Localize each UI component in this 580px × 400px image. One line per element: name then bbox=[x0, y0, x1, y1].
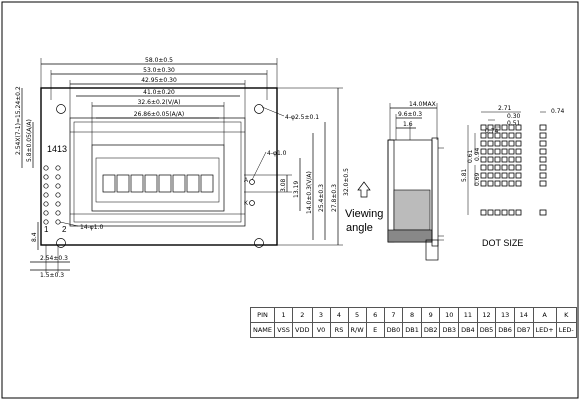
dot-030: 0.30 bbox=[507, 113, 521, 120]
name-cell: DB4 bbox=[458, 322, 478, 338]
name-cell: DB6 bbox=[495, 322, 515, 338]
pin-cell: 14 bbox=[513, 307, 534, 323]
dim-140: 14.0±0.3(V/A) bbox=[306, 171, 313, 214]
dim-pinhole-b: 14-φ1.0 bbox=[80, 224, 103, 231]
pin-header-cell: PIN bbox=[249, 307, 276, 323]
pin-cell: K bbox=[555, 307, 577, 323]
pin-cell: 11 bbox=[458, 307, 478, 323]
viewing-area bbox=[91, 144, 225, 212]
front-view bbox=[21, 58, 343, 273]
dot-061: 0.61 bbox=[467, 149, 474, 163]
dim-41: 41.0±0.20 bbox=[143, 89, 175, 96]
side-96: 9.6±0.3 bbox=[398, 111, 422, 118]
dot-094: 0.94 bbox=[474, 147, 481, 161]
dim-pitch-top: 2.54X(7-1)=15.24±0.2 bbox=[15, 86, 22, 155]
name-cell: DB1 bbox=[402, 322, 422, 338]
pin-cell: A bbox=[532, 307, 557, 323]
dim-26: 26.86±0.05(A/A) bbox=[134, 111, 184, 118]
mount-hole-tl bbox=[56, 104, 66, 114]
dot-matrix bbox=[467, 111, 547, 216]
name-cell: DB5 bbox=[476, 322, 497, 338]
pin-cell: 3 bbox=[311, 307, 331, 323]
dim-hole: 4-φ2.5±0.1 bbox=[285, 114, 319, 121]
dot-074a: 0.74 bbox=[551, 108, 565, 115]
dim-254v: 25.4±0.3 bbox=[318, 184, 325, 212]
viewing-label-1: Viewing bbox=[345, 208, 383, 220]
dot-581: 5.81 bbox=[461, 168, 468, 182]
pin-cell: 6 bbox=[365, 307, 385, 323]
dim-254: 2.54±0.3 bbox=[40, 255, 68, 262]
pin-number-row: PIN 1 2 3 4 5 6 7 8 9 10 11 12 13 14 A K bbox=[249, 307, 577, 323]
name-cell: V0 bbox=[311, 322, 331, 338]
pin-cell: 12 bbox=[476, 307, 497, 323]
bezel-inner bbox=[73, 121, 242, 223]
dim-84: 8.4 bbox=[31, 232, 38, 242]
pin-cell: 2 bbox=[292, 307, 313, 323]
dot-271: 2.71 bbox=[498, 105, 512, 112]
pin-cell: 13 bbox=[495, 307, 515, 323]
dot-size-title: DOT SIZE bbox=[482, 238, 523, 248]
viewing-arrow bbox=[357, 181, 371, 198]
pin-cell: 8 bbox=[402, 307, 422, 323]
led-pin-a bbox=[249, 179, 255, 185]
name-cell: VDD bbox=[292, 322, 313, 338]
pin-cell: 5 bbox=[347, 307, 367, 323]
pin-2-label: 2 bbox=[62, 225, 67, 234]
dim-308: 3.08 bbox=[280, 178, 287, 192]
name-cell: R/W bbox=[347, 322, 367, 338]
pin-a-label: A bbox=[244, 178, 248, 184]
dim-15: 1.5±0.3 bbox=[40, 272, 64, 279]
side-view bbox=[387, 103, 444, 261]
name-cell: VSS bbox=[274, 322, 294, 338]
pin-cell: 4 bbox=[329, 307, 349, 323]
mount-hole-br bbox=[254, 238, 264, 248]
dim-pinhole-a: 4-φ1.0 bbox=[267, 150, 287, 157]
name-cell: DB0 bbox=[383, 322, 404, 338]
active-area bbox=[95, 157, 220, 203]
pin-table: PIN 1 2 3 4 5 6 7 8 9 10 11 12 13 14 A K… bbox=[249, 307, 577, 338]
dot-074b: 0.74 bbox=[485, 128, 499, 135]
mount-hole-bl bbox=[56, 238, 66, 248]
mount-hole-tr bbox=[254, 104, 264, 114]
pin-cell: 10 bbox=[439, 307, 460, 323]
dot-051: 0.51 bbox=[507, 120, 521, 127]
pin-cell: 1 bbox=[274, 307, 294, 323]
pin-cell: 7 bbox=[383, 307, 404, 323]
pin-1-label: 1 bbox=[44, 225, 49, 234]
side-16: 1.6 bbox=[403, 121, 413, 128]
pin-cell: 9 bbox=[420, 307, 441, 323]
pcb-outline bbox=[40, 87, 278, 246]
name-cell: DB3 bbox=[439, 322, 460, 338]
pin-k-label: K bbox=[244, 201, 248, 207]
viewing-label-2: angle bbox=[346, 222, 373, 234]
name-cell: RS bbox=[329, 322, 349, 338]
name-header-cell: NAME bbox=[249, 322, 276, 338]
pin-header bbox=[43, 165, 61, 225]
dot-069: 0.69 bbox=[474, 172, 481, 186]
side-14: 14.0MAX bbox=[409, 101, 436, 108]
dim-pitch-left: 5.8±0.05(A/A) bbox=[26, 119, 33, 162]
name-cell: LED- bbox=[555, 322, 577, 338]
name-cell: LED+ bbox=[532, 322, 557, 338]
dim-42: 42.95±0.30 bbox=[141, 77, 177, 84]
character-cells bbox=[102, 174, 214, 193]
name-cell: DB2 bbox=[420, 322, 441, 338]
part-number: 1413 bbox=[47, 144, 67, 154]
dim-58: 58.0±0.5 bbox=[145, 57, 173, 64]
dim-53: 53.0±0.30 bbox=[143, 67, 175, 74]
name-cell: E bbox=[365, 322, 385, 338]
dim-278: 27.8±0.3 bbox=[331, 184, 338, 212]
pin-name-row: NAME VSS VDD V0 RS R/W E DB0 DB1 DB2 DB3… bbox=[249, 322, 577, 338]
name-cell: DB7 bbox=[513, 322, 534, 338]
dim-32: 32.6±0.2(V/A) bbox=[138, 99, 181, 106]
led-pin-k bbox=[249, 200, 255, 206]
dim-1319: 13.19 bbox=[293, 181, 300, 198]
dim-32v: 32.0±0.5 bbox=[343, 168, 350, 196]
